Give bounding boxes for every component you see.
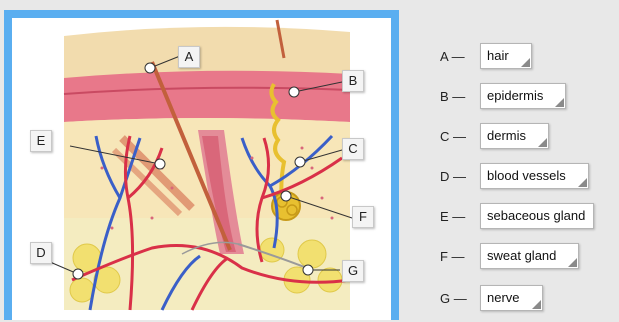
answer-row-g: G — nerve [440, 284, 543, 312]
answer-letter: G — [440, 291, 480, 306]
resize-corner-icon [521, 58, 530, 67]
answer-dropzone-g[interactable]: nerve [480, 285, 543, 311]
answer-value: sebaceous gland [487, 208, 585, 223]
callout-b: B [342, 70, 364, 92]
answer-letter: A — [440, 49, 480, 64]
answer-letter: D — [440, 169, 480, 184]
answer-dropzone-b[interactable]: epidermis [480, 83, 566, 109]
callout-g: G [342, 260, 364, 282]
resize-corner-icon [578, 178, 587, 187]
answer-dropzone-e[interactable]: sebaceous gland [480, 203, 594, 229]
callout-e: E [30, 130, 52, 152]
answer-value: nerve [487, 290, 520, 305]
resize-corner-icon [538, 138, 547, 147]
answer-dropzone-f[interactable]: sweat gland [480, 243, 579, 269]
answer-row-b: B — epidermis [440, 82, 566, 110]
answer-row-a: A — hair [440, 42, 532, 70]
callout-f: F [352, 206, 374, 228]
answer-dropzone-c[interactable]: dermis [480, 123, 549, 149]
answer-list: A — hair B — epidermis C — dermis D — bl… [440, 0, 619, 322]
callout-c: C [342, 138, 364, 160]
answer-letter: C — [440, 129, 480, 144]
answer-letter: B — [440, 89, 480, 104]
answer-dropzone-d[interactable]: blood vessels [480, 163, 589, 189]
answer-row-c: C — dermis [440, 122, 549, 150]
answer-row-f: F — sweat gland [440, 242, 579, 270]
resize-corner-icon [555, 98, 564, 107]
callout-d: D [30, 242, 52, 264]
answer-row-e: E — sebaceous gland [440, 202, 594, 230]
answer-value: epidermis [487, 88, 543, 103]
answer-dropzone-a[interactable]: hair [480, 43, 532, 69]
answer-value: hair [487, 48, 509, 63]
answer-row-d: D — blood vessels [440, 162, 589, 190]
callout-a: A [178, 46, 200, 68]
skin-cross-section-diagram [12, 18, 391, 320]
answer-letter: E — [440, 209, 480, 224]
resize-corner-icon [568, 258, 577, 267]
answer-value: sweat gland [487, 248, 556, 263]
resize-corner-icon [532, 300, 541, 309]
answer-letter: F — [440, 249, 480, 264]
answer-value: blood vessels [487, 168, 566, 183]
diagram-panel: A B C D E F G [12, 18, 391, 320]
answer-value: dermis [487, 128, 526, 143]
diagram-frame: A B C D E F G [4, 10, 399, 320]
